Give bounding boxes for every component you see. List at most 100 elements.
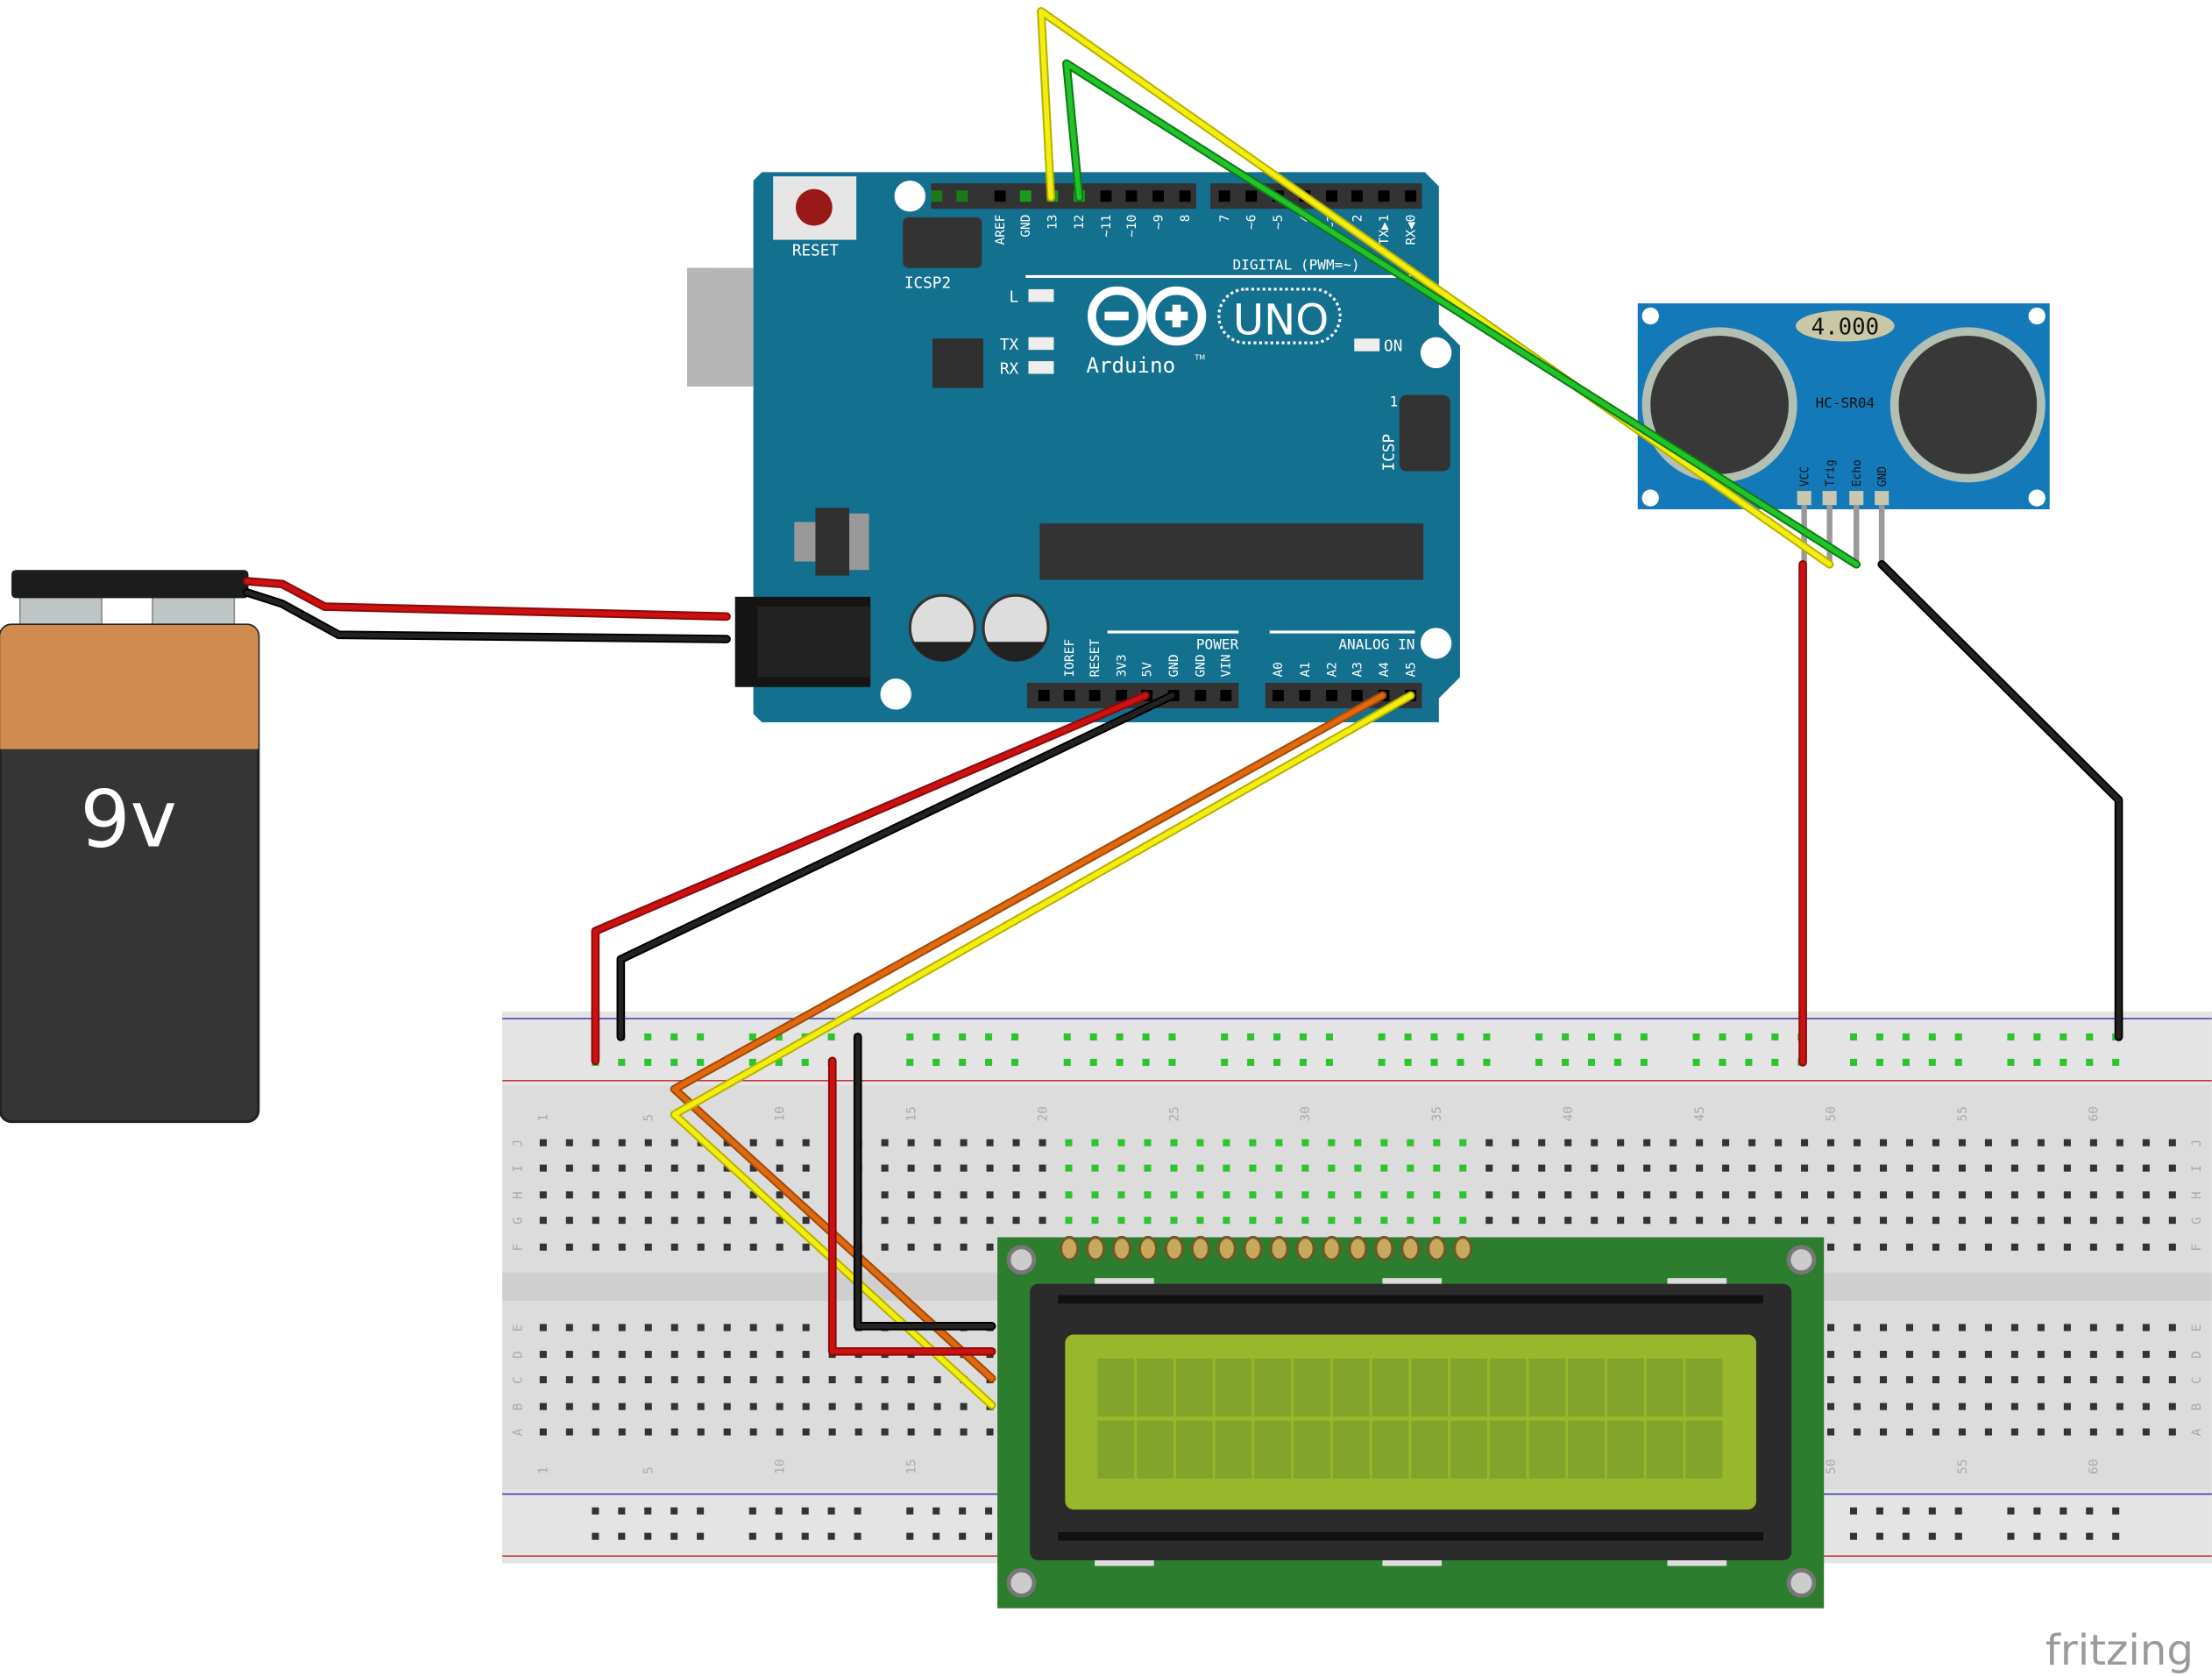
breadboard-hole[interactable]	[723, 1191, 731, 1199]
breadboard-hole[interactable]	[960, 1164, 968, 1172]
breadboard-hole[interactable]	[1827, 1243, 1835, 1251]
breadboard-hole[interactable]	[802, 1191, 810, 1199]
breadboard-hole[interactable]	[828, 1403, 836, 1410]
breadboard-hole[interactable]	[2063, 1243, 2071, 1251]
breadboard-hole[interactable]	[1485, 1164, 1493, 1172]
rail-hole[interactable]	[1535, 1058, 1543, 1066]
breadboard-hole[interactable]	[1354, 1164, 1362, 1172]
breadboard-hole[interactable]	[1380, 1191, 1388, 1199]
breadboard-hole[interactable]	[1853, 1403, 1861, 1410]
breadboard-hole[interactable]	[697, 1191, 705, 1199]
breadboard-hole[interactable]	[2063, 1139, 2071, 1147]
breadboard-hole[interactable]	[1984, 1351, 1992, 1359]
breadboard-hole[interactable]	[1853, 1191, 1861, 1199]
breadboard-hole[interactable]	[881, 1403, 889, 1410]
breadboard-hole[interactable]	[1827, 1324, 1835, 1332]
rail-hole[interactable]	[670, 1532, 678, 1540]
header-pin[interactable]	[1088, 690, 1101, 701]
breadboard-hole[interactable]	[802, 1351, 810, 1359]
breadboard-hole[interactable]	[2142, 1139, 2150, 1147]
breadboard-hole[interactable]	[907, 1191, 915, 1199]
breadboard-hole[interactable]	[644, 1217, 652, 1225]
breadboard-hole[interactable]	[2037, 1375, 2045, 1384]
breadboard-hole[interactable]	[1879, 1428, 1888, 1436]
breadboard-hole[interactable]	[2063, 1428, 2071, 1436]
breadboard-hole[interactable]	[1958, 1191, 1966, 1199]
rail-hole[interactable]	[2086, 1033, 2094, 1040]
breadboard-hole[interactable]	[644, 1243, 652, 1251]
breadboard-hole[interactable]	[1328, 1164, 1336, 1172]
breadboard-hole[interactable]	[1065, 1139, 1073, 1147]
breadboard-hole[interactable]	[2037, 1191, 2045, 1199]
rail-hole[interactable]	[670, 1058, 678, 1066]
breadboard-hole[interactable]	[1275, 1217, 1283, 1225]
breadboard-hole[interactable]	[1853, 1243, 1861, 1251]
breadboard-hole[interactable]	[960, 1403, 968, 1410]
breadboard-hole[interactable]	[907, 1217, 915, 1225]
rail-hole[interactable]	[618, 1058, 626, 1066]
breadboard-hole[interactable]	[1196, 1191, 1204, 1199]
rail-hole[interactable]	[1142, 1058, 1150, 1066]
breadboard-hole[interactable]	[2037, 1139, 2045, 1147]
rail-hole[interactable]	[1168, 1058, 1176, 1066]
rail-hole[interactable]	[644, 1058, 652, 1066]
rail-hole[interactable]	[1954, 1058, 1962, 1066]
lcd-pin[interactable]	[1295, 1235, 1315, 1261]
breadboard-hole[interactable]	[1564, 1139, 1572, 1147]
breadboard-hole[interactable]	[1380, 1139, 1388, 1147]
breadboard-hole[interactable]	[1984, 1243, 1992, 1251]
breadboard-hole[interactable]	[1905, 1351, 1914, 1359]
breadboard-hole[interactable]	[2010, 1324, 2018, 1332]
breadboard-hole[interactable]	[881, 1428, 889, 1436]
breadboard-hole[interactable]	[986, 1217, 994, 1225]
breadboard-hole[interactable]	[1722, 1217, 1730, 1225]
battery-negative-wire[interactable]	[243, 588, 731, 643]
breadboard-hole[interactable]	[749, 1403, 757, 1410]
breadboard-hole[interactable]	[802, 1324, 810, 1332]
breadboard-hole[interactable]	[618, 1164, 626, 1172]
breadboard-hole[interactable]	[749, 1139, 757, 1147]
breadboard-hole[interactable]	[2142, 1351, 2150, 1359]
header-pin[interactable]	[1326, 190, 1337, 202]
breadboard-hole[interactable]	[1170, 1217, 1178, 1225]
breadboard-hole[interactable]	[1538, 1139, 1546, 1147]
breadboard-hole[interactable]	[670, 1164, 678, 1172]
breadboard-hole[interactable]	[933, 1139, 941, 1147]
breadboard-hole[interactable]	[986, 1191, 994, 1199]
breadboard-hole[interactable]	[933, 1164, 941, 1172]
header-pin[interactable]	[1272, 690, 1284, 701]
rail-hole[interactable]	[1404, 1033, 1412, 1040]
breadboard-hole[interactable]	[1091, 1139, 1099, 1147]
breadboard-hole[interactable]	[960, 1217, 968, 1225]
rail-hole[interactable]	[1875, 1058, 1883, 1066]
breadboard-hole[interactable]	[723, 1243, 731, 1251]
breadboard-hole[interactable]	[1722, 1164, 1730, 1172]
breadboard-hole[interactable]	[618, 1139, 626, 1147]
breadboard-hole[interactable]	[854, 1428, 862, 1436]
lcd-pin[interactable]	[1452, 1235, 1473, 1261]
breadboard-hole[interactable]	[1932, 1428, 1939, 1436]
breadboard-hole[interactable]	[1984, 1403, 1992, 1410]
breadboard-hole[interactable]	[749, 1351, 757, 1359]
wire-lcd-gnd[interactable]	[853, 1033, 996, 1331]
lcd-pin[interactable]	[1059, 1235, 1080, 1261]
breadboard-hole[interactable]	[670, 1375, 678, 1384]
rail-hole[interactable]	[906, 1033, 914, 1040]
header-pin[interactable]	[1195, 690, 1207, 701]
rail-hole[interactable]	[1168, 1033, 1176, 1040]
breadboard-hole[interactable]	[776, 1139, 783, 1147]
breadboard-hole[interactable]	[933, 1428, 941, 1436]
breadboard-hole[interactable]	[539, 1324, 547, 1332]
lcd-pin[interactable]	[1348, 1235, 1368, 1261]
rail-hole[interactable]	[1273, 1058, 1281, 1066]
breadboard-hole[interactable]	[1879, 1403, 1888, 1410]
breadboard-hole[interactable]	[1643, 1164, 1651, 1172]
rail-hole[interactable]	[1875, 1507, 1883, 1515]
breadboard-hole[interactable]	[2116, 1139, 2123, 1147]
breadboard-hole[interactable]	[986, 1164, 994, 1172]
breadboard-hole[interactable]	[2142, 1428, 2150, 1436]
rail-hole[interactable]	[854, 1507, 861, 1515]
breadboard-hole[interactable]	[2142, 1324, 2150, 1332]
rail-hole[interactable]	[2060, 1033, 2067, 1040]
breadboard-hole[interactable]	[2168, 1191, 2176, 1199]
